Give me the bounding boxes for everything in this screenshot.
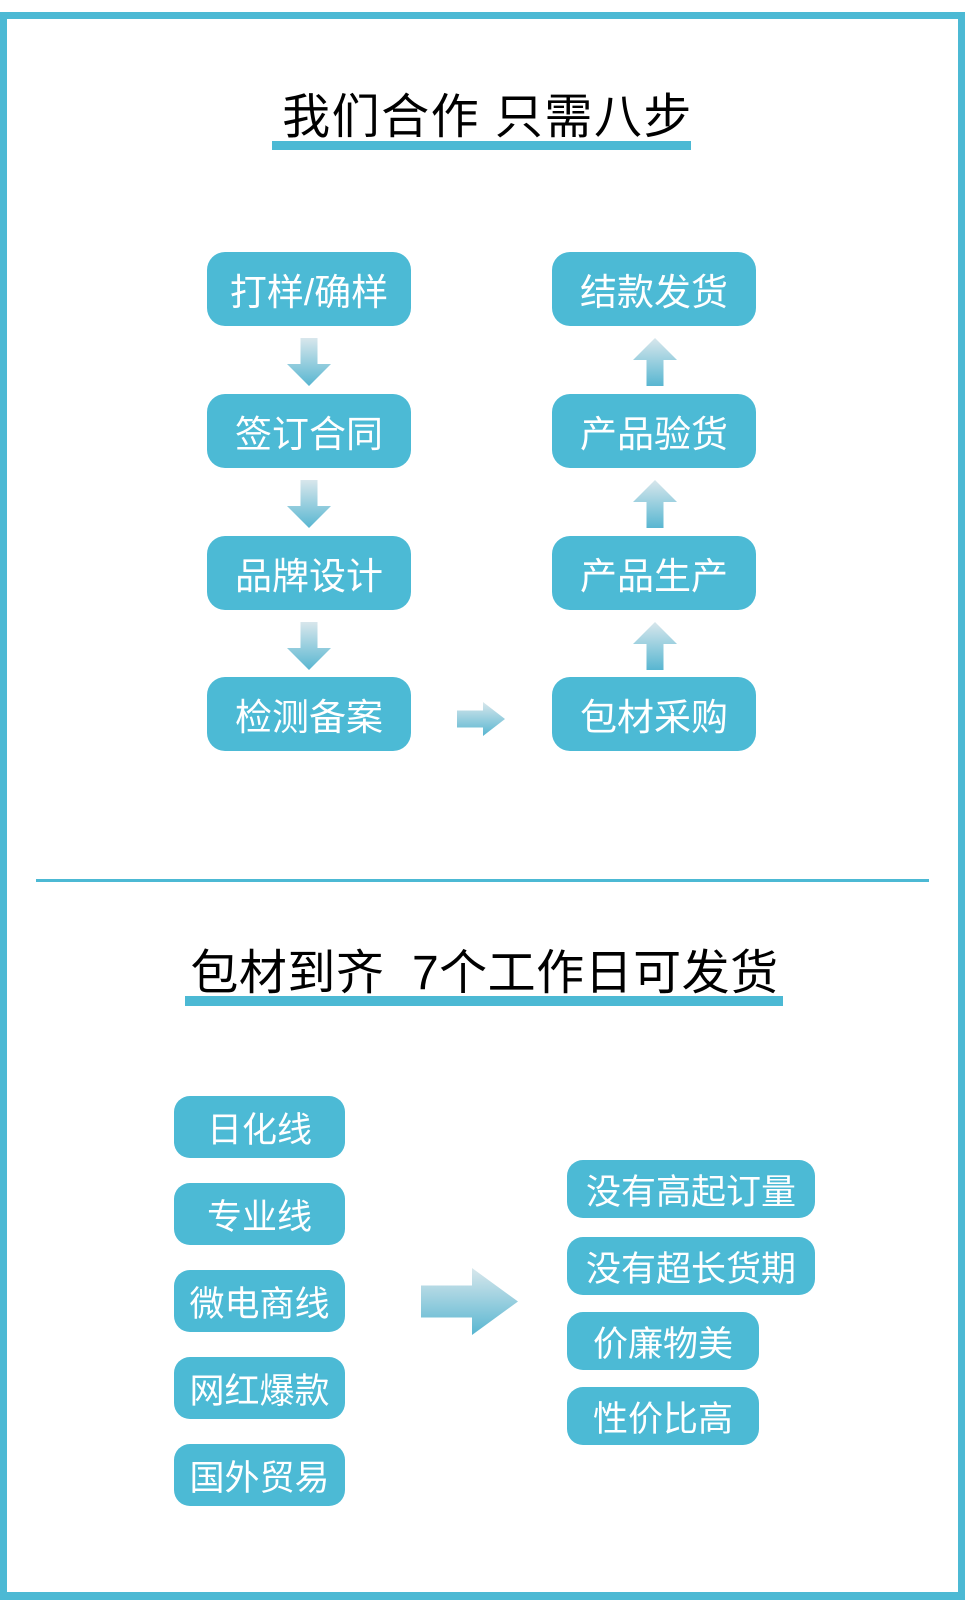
step-box-payment-shipping: 结款发货 bbox=[552, 252, 756, 326]
step-box-production: 产品生产 bbox=[552, 536, 756, 610]
arrow-right-icon bbox=[421, 1268, 518, 1335]
arrow-down-icon bbox=[287, 622, 331, 670]
step-box-packaging-purchase: 包材采购 bbox=[552, 677, 756, 751]
section2-title: 包材到齐 7个工作日可发货 bbox=[190, 947, 779, 1000]
page-border-frame bbox=[0, 12, 965, 1600]
arrow-down-icon bbox=[287, 480, 331, 528]
arrow-down-icon bbox=[287, 338, 331, 386]
section-divider bbox=[36, 879, 929, 882]
section1-title: 我们合作 只需八步 bbox=[282, 91, 693, 144]
arrow-up-icon bbox=[633, 480, 677, 528]
step-box-inspection: 产品验货 bbox=[552, 394, 756, 468]
benefit-box-cheap-good: 价廉物美 bbox=[567, 1312, 759, 1370]
benefit-box-no-high-moq: 没有高起订量 bbox=[567, 1160, 815, 1218]
benefit-box-no-long-leadtime: 没有超长货期 bbox=[567, 1237, 815, 1295]
step-box-brand-design: 品牌设计 bbox=[207, 536, 411, 610]
step-box-contract: 签订合同 bbox=[207, 394, 411, 468]
arrow-up-icon bbox=[633, 338, 677, 386]
step-box-testing-filing: 检测备案 bbox=[207, 677, 411, 751]
category-box-micro-ecommerce: 微电商线 bbox=[174, 1270, 345, 1332]
arrow-up-icon bbox=[633, 622, 677, 670]
section1-title-underline bbox=[272, 141, 691, 150]
category-box-foreign-trade: 国外贸易 bbox=[174, 1444, 345, 1506]
arrow-right-icon bbox=[457, 702, 505, 736]
section2-title-underline bbox=[185, 996, 783, 1006]
category-box-professional: 专业线 bbox=[174, 1183, 345, 1245]
category-box-influencer-hot: 网红爆款 bbox=[174, 1357, 345, 1419]
step-box-sampling: 打样/确样 bbox=[207, 252, 411, 326]
category-box-daily-chemical: 日化线 bbox=[174, 1096, 345, 1158]
benefit-box-cost-effective: 性价比高 bbox=[567, 1387, 759, 1445]
